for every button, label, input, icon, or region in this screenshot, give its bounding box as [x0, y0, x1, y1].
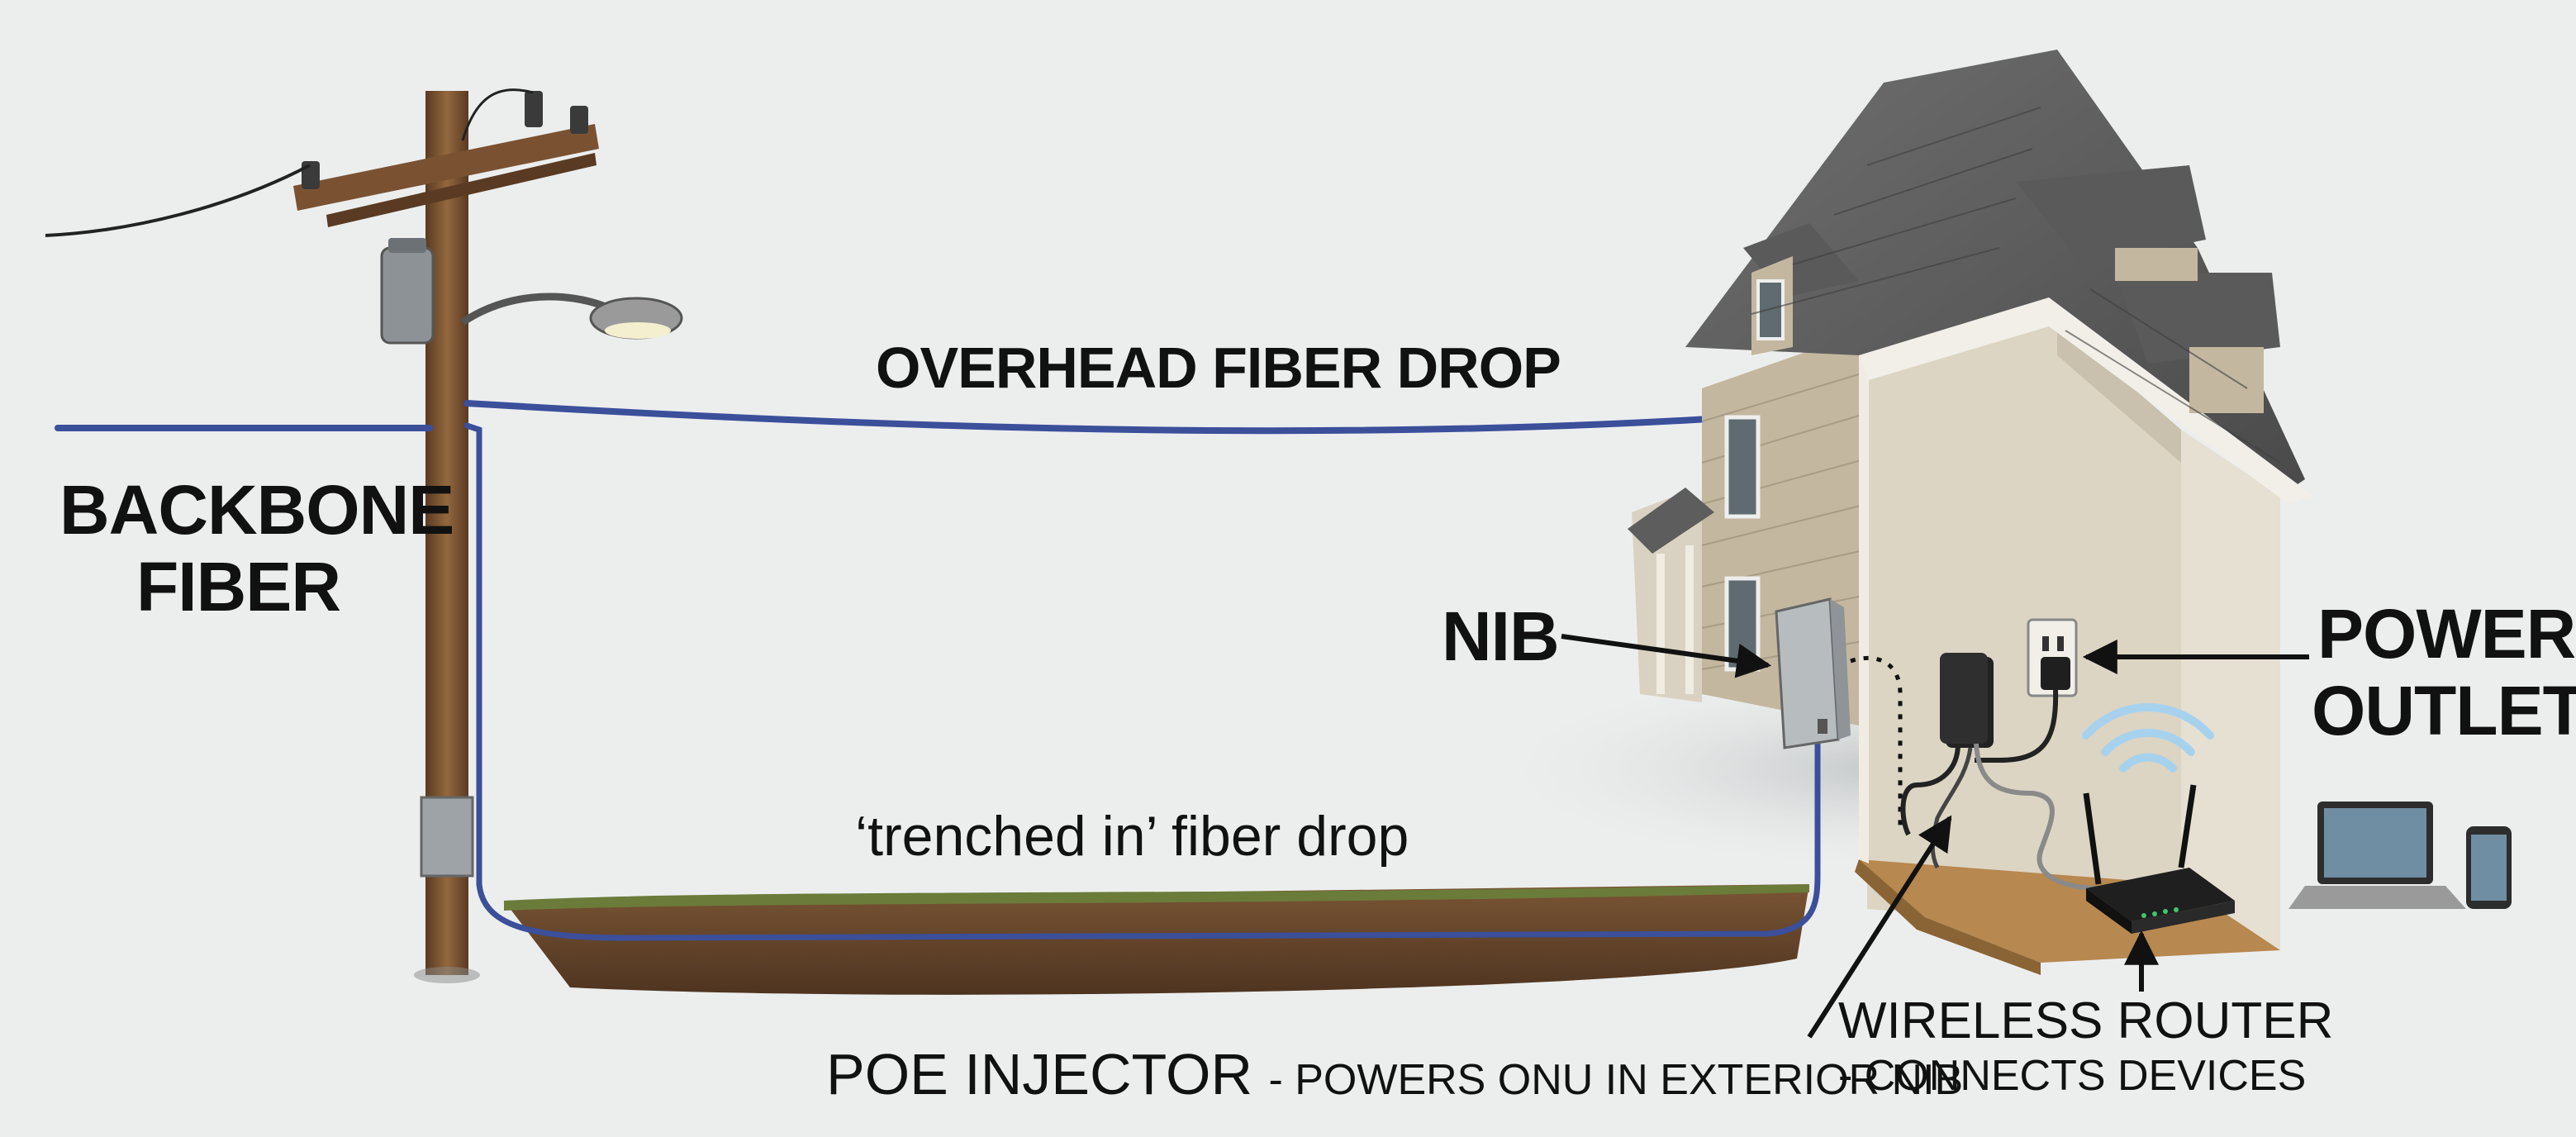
poe-injector-label: POE INJECTOR - POWERS ONU IN EXTERIOR NI… [826, 1045, 1963, 1103]
insulator [302, 161, 320, 189]
nib-arrow [1561, 634, 1772, 678]
backbone-fiber-label-line2: FIBER [136, 548, 341, 626]
window [1724, 576, 1761, 672]
dormer [2016, 165, 2206, 264]
house [1628, 50, 2313, 975]
crossarm [293, 124, 599, 211]
poe-injector-description: - POWERS ONU IN EXTERIOR NIB [1268, 1056, 1964, 1104]
trench [504, 884, 1809, 995]
insulator [525, 91, 543, 127]
transformer [380, 246, 435, 345]
utility-pole [45, 88, 683, 983]
wifi-signal-icon [2082, 703, 2214, 773]
wireless-router-label-line1: WIRELESS ROUTER [1838, 992, 2334, 1049]
trenched-fiber-drop-label: ‘trenched in’ fiber drop [855, 805, 1409, 868]
nib-box [1775, 597, 1851, 749]
ethernet-dotted-link [1850, 655, 1903, 826]
trenched-fiber-drop-cable [463, 422, 1821, 941]
roof-fascia [1859, 297, 2313, 504]
overhead-fiber-drop-cable [463, 400, 1854, 435]
nib-label: NIB [1442, 597, 1560, 675]
power-outlet-label-line2: OUTLET [2312, 672, 2576, 749]
streetlight-arm [460, 293, 605, 326]
power-line [45, 164, 311, 237]
pole-band [420, 796, 474, 878]
overhead-fiber-drop-label: OVERHEAD FIBER DROP [876, 335, 1561, 400]
insulator [570, 106, 588, 134]
phone-icon [2466, 826, 2512, 909]
poe-injector-arrow [1807, 815, 1952, 1039]
dormer [2115, 273, 2280, 364]
backbone-fiber-label-line1: BACKBONE [59, 471, 454, 549]
wireless-router-label-line2: - CONNECTS DEVICES [1838, 1052, 2307, 1100]
house-interior-wall [1867, 322, 2181, 934]
wireless-router [2083, 784, 2235, 934]
annotation-arrows [1561, 634, 2309, 1039]
window [1724, 415, 1761, 519]
ethernet-cable-to-router [1974, 743, 2099, 891]
power-outlet [1975, 618, 2078, 763]
poe-injector-title: POE INJECTOR [826, 1042, 1253, 1106]
power-outlet-label-line1: POWER [2317, 595, 2576, 673]
grass-strip [504, 884, 1809, 911]
laptop-icon [2288, 802, 2466, 909]
window [1756, 279, 1785, 340]
porch-roof [1628, 488, 1714, 554]
